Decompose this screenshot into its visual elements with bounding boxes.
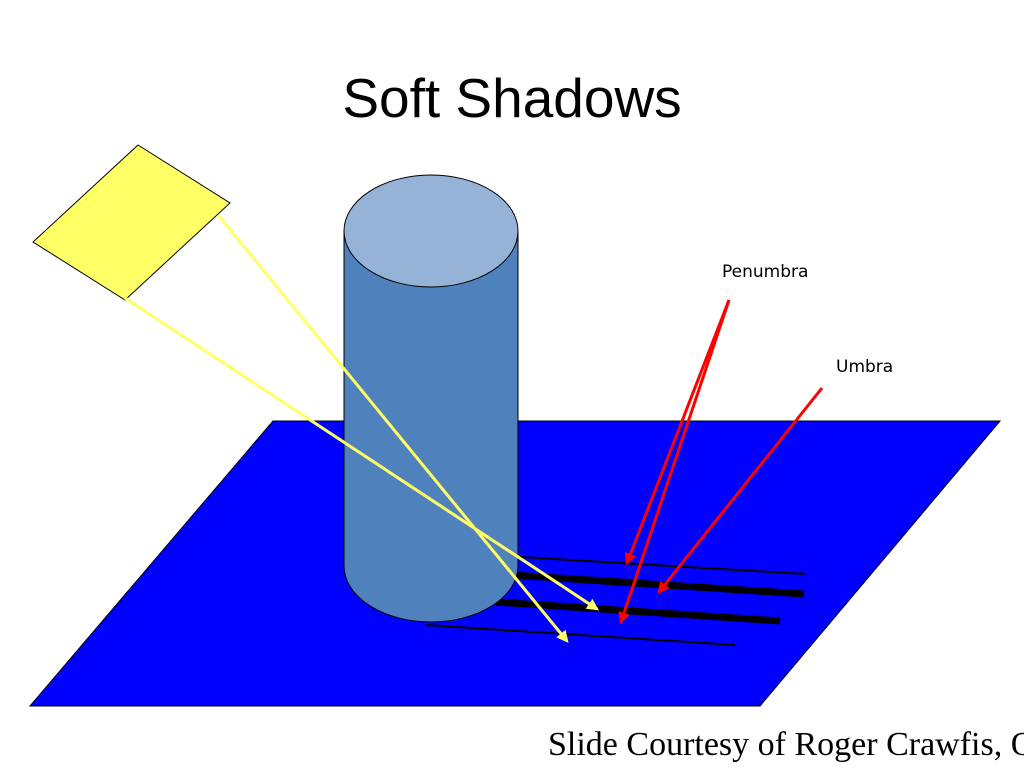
light-rays bbox=[124, 214, 600, 643]
penumbra-edge-line-bottom bbox=[424, 624, 736, 646]
light-ray-lower bbox=[124, 296, 600, 611]
area-light-source bbox=[32, 144, 231, 301]
penumbra-arrow-upper bbox=[624, 299, 731, 566]
penumbra-label: Penumbra bbox=[722, 262, 808, 282]
footer-credit-container: Slide Courtesy of Roger Crawfis, O bbox=[548, 728, 1024, 764]
light-ray-upper bbox=[216, 214, 569, 643]
penumbra-edge-line-top bbox=[519, 556, 807, 575]
pointer-arrows bbox=[618, 299, 824, 625]
cylinder-top bbox=[343, 174, 519, 288]
cylinder-occluder bbox=[343, 174, 519, 623]
umbra-label: Umbra bbox=[836, 357, 893, 377]
footer-credit: Slide Courtesy of Roger Crawfis, O bbox=[548, 728, 1024, 763]
penumbra-arrow-lower bbox=[618, 299, 731, 625]
umbra-band-bottom bbox=[495, 598, 781, 625]
cylinder-body bbox=[343, 230, 519, 623]
slide-title: Soft Shadows bbox=[342, 67, 682, 129]
umbra-arrow bbox=[657, 387, 824, 594]
